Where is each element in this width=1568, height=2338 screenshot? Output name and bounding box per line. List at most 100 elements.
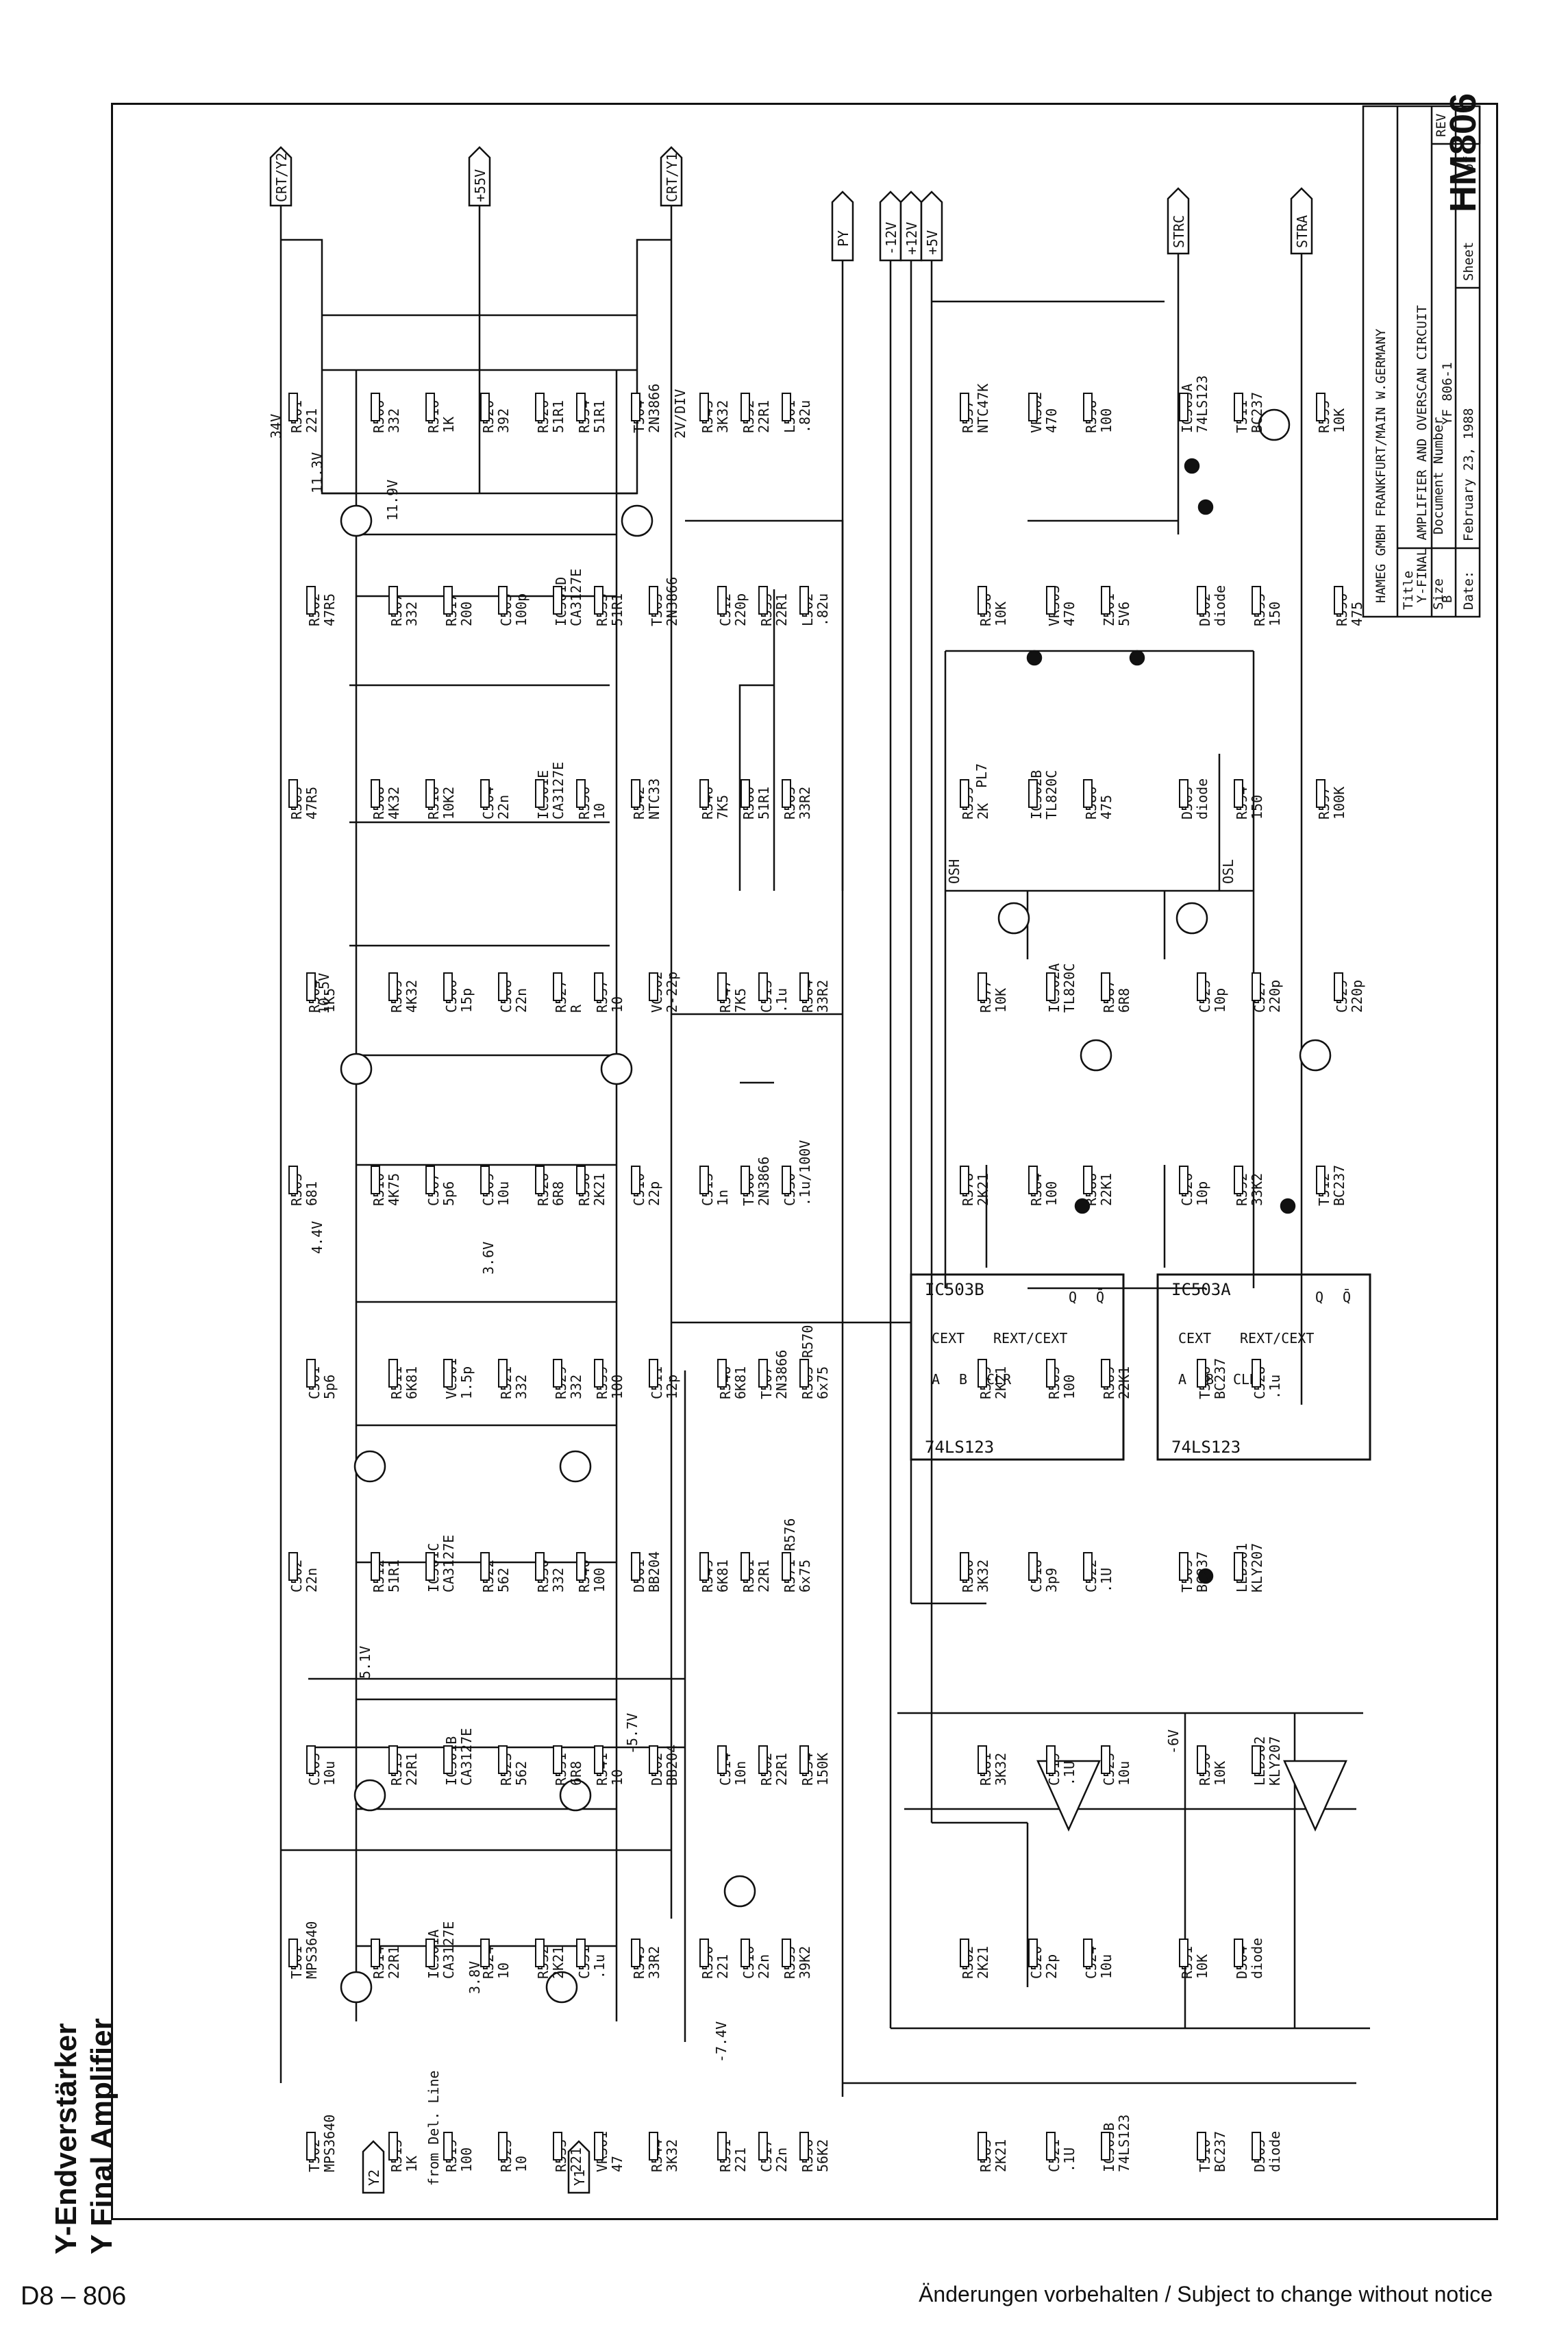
resistor-symbol [388,1745,398,1774]
voltage-label: -5.7V [624,1713,640,1754]
component-value: 22R1 [403,1753,420,1786]
component-value: 22n [756,1954,772,1979]
resistor-symbol [699,1552,709,1581]
component-value: 3p9 [1043,1568,1060,1592]
voltage-label: 34V [268,414,284,439]
component-value: 10K [1331,408,1347,433]
component-value: BC237 [1212,1358,1228,1399]
component-value: 22p [1043,1954,1060,1979]
diode-symbol [1074,1198,1091,1214]
resistor-symbol [288,1166,298,1194]
led-symbol [1129,650,1145,666]
component-value: 2N3866 [646,384,662,433]
svg-text:-12V: -12V [883,222,899,255]
voltage-label: 11.9V [384,480,401,521]
component-value: 100 [1061,1375,1078,1399]
resistor-symbol [1197,586,1206,615]
voltage-label: 5.1V [357,1646,373,1679]
voltage-label: 2V/DIV [672,389,688,439]
resistor-symbol [978,2132,987,2161]
capacitor-symbol [1083,1552,1093,1581]
resistor-symbol [717,1359,727,1388]
resistor-symbol [535,779,545,808]
component-value: 221 [714,1954,731,1979]
resistor-symbol [699,393,709,421]
pl7-label: PL7 [973,763,990,788]
resistor-symbol [649,586,658,615]
resistor-symbol [425,1552,435,1581]
resistor-symbol [978,972,987,1001]
resistor-symbol [535,393,545,421]
resistor-symbol [631,1939,640,1967]
component-value: 100 [609,1375,625,1399]
capacitor-symbol [1197,972,1206,1001]
transistor-symbol [1080,1039,1112,1072]
resistor-symbol [443,586,453,615]
component-value: 47 [609,2156,625,2172]
diode-symbol [1280,1198,1296,1214]
resistor-symbol [480,1552,490,1581]
opamp-symbol [1036,1760,1101,1832]
resistor-symbol [576,393,586,421]
component-value: 2N3866 [664,577,680,626]
component-value: NTC47K [975,384,991,433]
connector-crt-y1: CRT/Y1 [660,146,683,207]
component-value: 10 [591,803,608,820]
component-value: 562 [495,1568,512,1592]
component-value: 3K32 [714,400,731,433]
component-value: 332 [568,1375,584,1399]
resistor-symbol [371,1939,380,1967]
component-value: 47R5 [321,593,338,626]
resistor-symbol [371,1166,380,1194]
component-value: BB204 [664,1745,680,1786]
capacitor-symbol [1334,972,1343,1001]
voltage-label: 3.8V [466,1961,483,1994]
resistor-symbol [480,393,490,421]
component-value: 150 [1267,602,1283,626]
transistor-symbol [545,1971,578,2004]
component-value: BB204 [646,1551,662,1592]
capacitor-symbol [1046,2132,1056,2161]
connectors: CRT/Y2 +55V CRT/Y1 PY -12V +12V +5V STR [269,146,1313,2194]
component-value: 22n [773,2148,790,2172]
transistor-symbol [559,1779,592,1812]
capacitor-symbol [649,1359,658,1388]
resistor-symbol [553,972,562,1001]
component-value: 150K [814,1753,831,1786]
resistor-symbol [535,1552,545,1581]
resistor-symbol [535,1166,545,1194]
resistor-symbol [388,2132,398,2161]
component-value: 100p [513,593,530,626]
component-value: .1U [1098,1568,1115,1592]
component-value: 74LS123 [1194,376,1210,433]
resistor-symbol [1316,1166,1326,1194]
component-value: 2N3866 [756,1157,772,1206]
resistor-symbol [758,1745,768,1774]
resistor-symbol [288,393,298,421]
resistor-symbol [1046,586,1056,615]
component-value: 220p [1349,980,1365,1013]
voltage-label: 10.5V [316,973,332,1014]
tb-date-label: Date: [1461,571,1476,610]
component-value: 22R1 [756,400,772,433]
capacitor-symbol [480,779,490,808]
component-value: .1u [1267,1375,1283,1399]
resistor-symbol [782,393,791,421]
resistor-symbol [649,2132,658,2161]
transistor-symbol [1299,1039,1332,1072]
resistor-symbol [288,1939,298,1967]
resistor-symbol [1179,393,1189,421]
page-number: D8 – 806 [21,2282,127,2311]
resistor-symbol [306,586,316,615]
resistor-symbol [1083,1166,1093,1194]
component-value: CA3127E [458,1728,475,1786]
component-label: IC501BCA3127E [443,1728,475,1786]
resistor-symbol [1083,779,1093,808]
component-value: 10 [609,996,625,1013]
component-value: 4K32 [386,787,402,820]
component-value: 51R1 [756,787,772,820]
resistor-symbol [1234,1552,1243,1581]
voltage-label: 3.6V [480,1242,497,1275]
capacitor-symbol [758,2132,768,2161]
ic503b-block: IC503B 74LS123 CEXT REXT/CEXT A B CLR Q … [910,1273,1125,1461]
